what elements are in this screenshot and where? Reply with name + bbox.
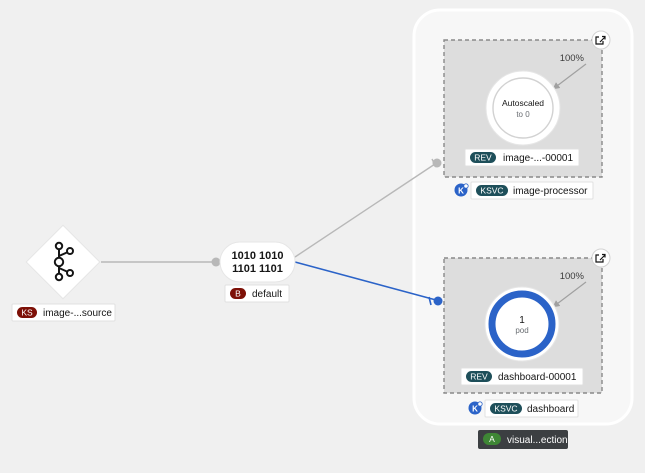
pod-status-line-1: Autoscaled xyxy=(502,98,544,108)
ks-badge xyxy=(17,307,37,318)
pod-count: 1 xyxy=(519,315,525,326)
ksvc-badge-text: KSVC xyxy=(494,404,517,414)
binary-row-2: 1101 1101 xyxy=(232,263,283,275)
external-link-icon xyxy=(595,35,606,45)
broker-node[interactable]: 1010 1010 1101 1101 xyxy=(219,241,296,283)
application-name: visual...ection xyxy=(507,435,568,446)
open-url-button-1[interactable] xyxy=(591,30,611,50)
ksvc-image-processor[interactable]: 100% Autoscaled to 0 REV image-...-00001… xyxy=(443,30,611,200)
application-label[interactable]: A visual...ection xyxy=(478,430,568,449)
svg-text:K: K xyxy=(458,187,464,196)
kafka-source-node[interactable] xyxy=(25,224,101,300)
revision-name-1: image-...-00001 xyxy=(503,153,573,164)
pod-ring-image-processor[interactable]: Autoscaled to 0 xyxy=(485,70,561,146)
dashboard-trigger-tick xyxy=(428,296,432,306)
broker-to-image-processor-edge[interactable] xyxy=(294,163,436,258)
svg-text:K: K xyxy=(472,405,478,414)
revision-name-2: dashboard-00001 xyxy=(498,372,577,383)
ksvc-dashboard[interactable]: 100% 1 pod REV dashboard-00001 K KSVC da… xyxy=(443,248,611,418)
rev-badge-text: REV xyxy=(470,372,488,382)
pod-count-label: pod xyxy=(515,326,528,335)
ksvc-name-2: dashboard xyxy=(527,404,574,415)
traffic-percent-1: 100% xyxy=(560,53,585,64)
broker-label[interactable]: B default xyxy=(224,284,290,303)
traffic-arrow-1 xyxy=(552,63,587,90)
revision-label-2[interactable]: REV dashboard-00001 xyxy=(460,367,584,386)
knative-service-icon-1: K xyxy=(454,183,469,197)
traffic-arrow-2 xyxy=(552,281,587,308)
ksvc-badge-text: KSVC xyxy=(480,186,503,196)
broker-inbound-dot xyxy=(211,257,221,267)
kafka-icon xyxy=(53,241,74,282)
broker-name: default xyxy=(252,289,282,300)
app-badge xyxy=(483,433,501,445)
dashboard-inbound-dot xyxy=(433,296,443,306)
kafka-source-label[interactable]: KS image-...source xyxy=(11,303,116,322)
ksvc-label-1[interactable]: KSVC image-processor xyxy=(470,181,594,200)
pod-status-line-2: to 0 xyxy=(516,110,530,119)
external-link-icon xyxy=(595,253,606,263)
broker-to-dashboard-edge[interactable] xyxy=(294,261,437,301)
broker-badge xyxy=(230,288,246,299)
kafka-source-name: image-...source xyxy=(43,308,112,319)
rev-badge xyxy=(466,371,492,382)
binary-icon: 1010 1010 1101 1101 xyxy=(232,250,284,275)
ksvc-badge xyxy=(476,185,508,196)
ks-badge-text: KS xyxy=(21,308,33,318)
broker-badge-text: B xyxy=(235,289,241,299)
ksvc-label-2[interactable]: KSVC dashboard xyxy=(484,399,579,418)
image-processor-trigger-tick xyxy=(431,158,437,168)
rev-badge-text: REV xyxy=(474,153,492,163)
ksvc-name-1: image-processor xyxy=(513,186,588,197)
traffic-percent-2: 100% xyxy=(560,271,585,282)
revision-label-1[interactable]: REV image-...-00001 xyxy=(464,148,580,167)
pod-ring-dashboard[interactable]: 1 pod xyxy=(484,286,560,362)
ksvc-badge xyxy=(490,403,522,414)
open-url-button-2[interactable] xyxy=(591,248,611,268)
rev-badge xyxy=(470,152,496,163)
knative-service-icon-2: K xyxy=(468,401,483,415)
app-badge-text: A xyxy=(489,434,495,444)
binary-row-1: 1010 1010 xyxy=(232,250,284,262)
